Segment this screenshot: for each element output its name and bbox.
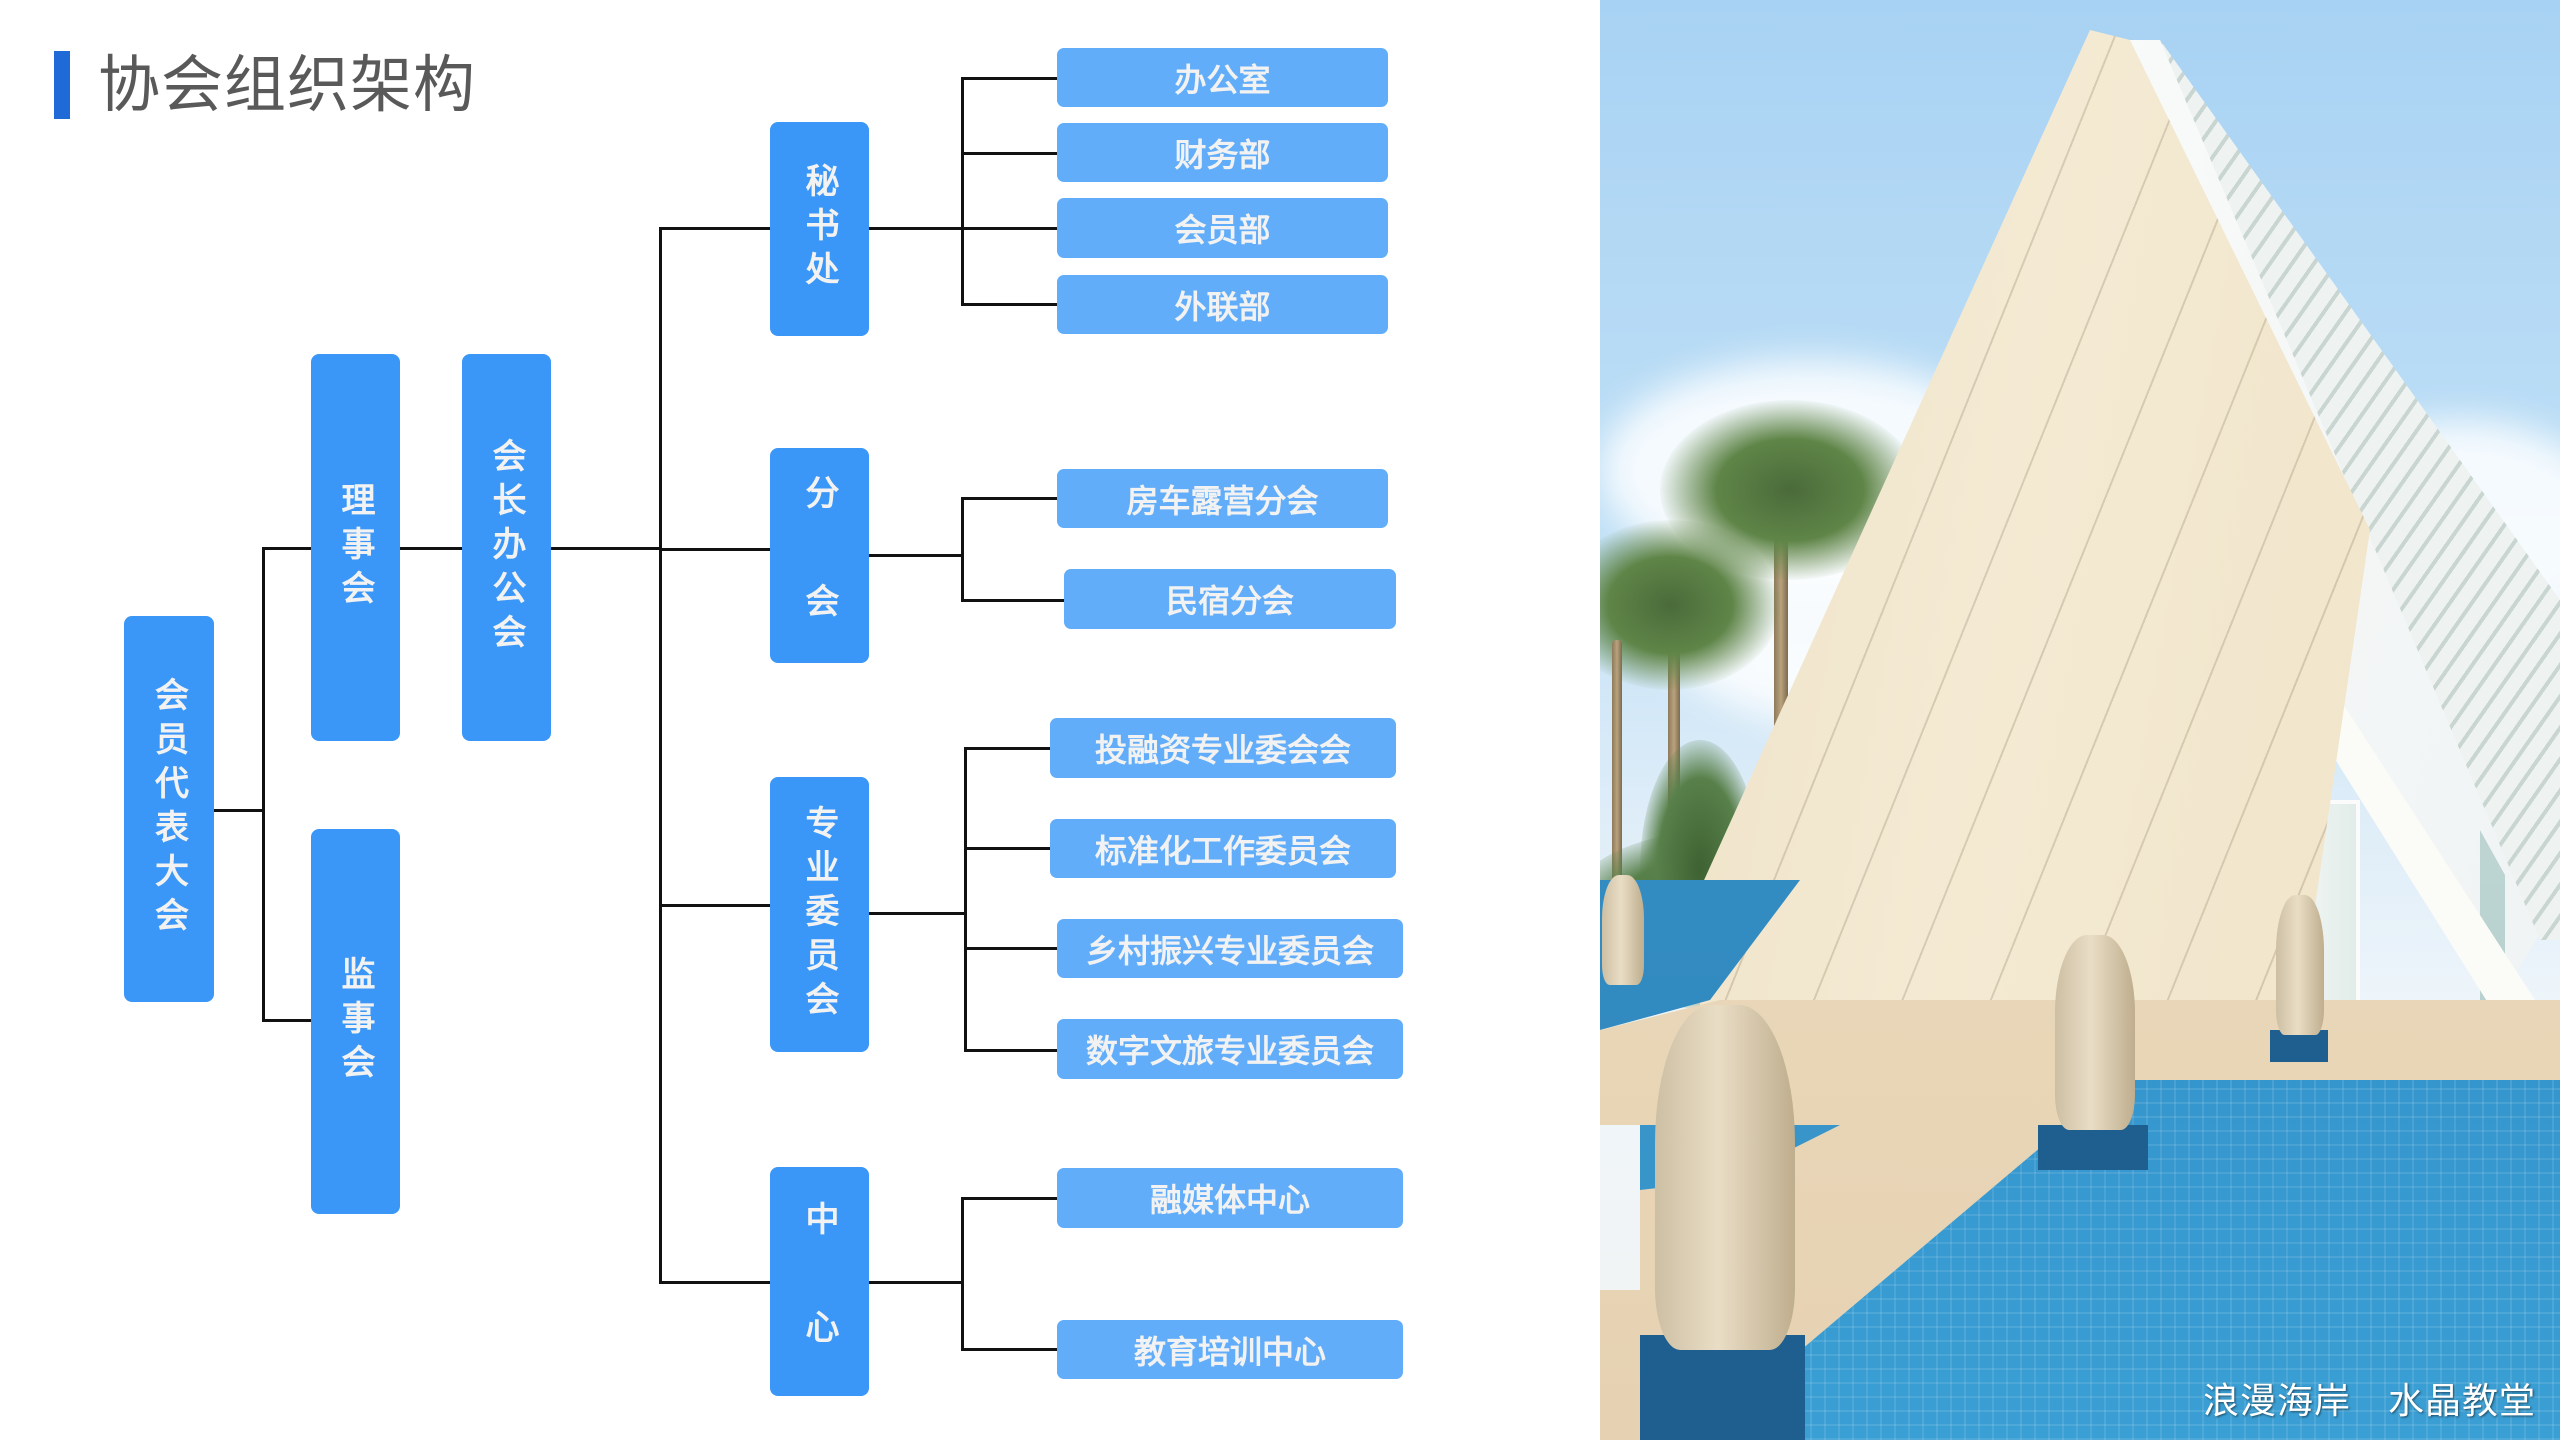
- node-committees: 专业委员会: [770, 777, 869, 1052]
- node-president-office: 会长办公会: [462, 354, 551, 741]
- leaf-standardization-committee: 标准化工作委员会: [1050, 819, 1396, 878]
- connector: [214, 809, 264, 812]
- connector: [262, 1019, 312, 1022]
- connector: [961, 303, 1057, 306]
- connector: [659, 227, 662, 1284]
- palm-tree: [1600, 520, 1780, 690]
- connector: [659, 1281, 771, 1284]
- connector: [961, 1348, 1057, 1351]
- connector: [869, 227, 964, 230]
- connector: [964, 1049, 1057, 1052]
- leaf-digital-tourism-committee: 数字文旅专业委员会: [1057, 1019, 1403, 1079]
- node-member-congress: 会员代表大会: [124, 616, 214, 1002]
- connector: [964, 947, 1057, 950]
- connector: [551, 547, 662, 550]
- leaf-media-center: 融媒体中心: [1057, 1168, 1403, 1228]
- statue-pedestal: [2038, 1125, 2148, 1170]
- connector: [961, 497, 1057, 500]
- node-centers: 中 心: [770, 1167, 869, 1396]
- leaf-finance: 财务部: [1057, 123, 1388, 182]
- connector: [659, 227, 771, 230]
- statue: [1655, 1005, 1795, 1350]
- leaf-membership: 会员部: [1057, 198, 1388, 258]
- leaf-rural-revitalization-committee: 乡村振兴专业委员会: [1057, 919, 1403, 978]
- connector: [964, 847, 1050, 850]
- leaf-investment-committee: 投融资专业委会会: [1050, 718, 1396, 778]
- connector: [961, 1197, 1057, 1200]
- title-accent-bar: [54, 51, 70, 119]
- connector: [262, 547, 265, 1022]
- connector: [964, 747, 1050, 750]
- palm-tree: [1612, 640, 1622, 1000]
- statue-pedestal: [1640, 1335, 1805, 1440]
- connector: [961, 497, 964, 602]
- statue: [1602, 875, 1644, 985]
- node-council: 理事会: [311, 354, 400, 741]
- connector: [659, 548, 771, 551]
- leaf-rv-camping-branch: 房车露营分会: [1057, 469, 1388, 528]
- statue: [2055, 935, 2135, 1130]
- connector: [400, 547, 462, 550]
- leaf-office: 办公室: [1057, 48, 1388, 107]
- connector: [961, 1197, 964, 1351]
- leaf-homestay-branch: 民宿分会: [1064, 569, 1396, 629]
- connector: [262, 547, 312, 550]
- photo-caption: 浪漫海岸 水晶教堂: [2203, 1381, 2537, 1422]
- leaf-external-relations: 外联部: [1057, 275, 1388, 334]
- crystal-chapel-photo: [1600, 0, 2560, 1440]
- connector: [869, 1281, 964, 1284]
- leaf-training-center: 教育培训中心: [1057, 1320, 1403, 1379]
- connector: [961, 152, 1057, 155]
- statue: [2276, 895, 2324, 1035]
- connector: [961, 77, 964, 306]
- connector: [964, 747, 967, 1052]
- connector: [961, 599, 1064, 602]
- statue-pedestal: [2270, 1030, 2328, 1062]
- connector: [659, 904, 771, 907]
- node-secretariat: 秘书处: [770, 122, 869, 336]
- node-branches: 分 会: [770, 448, 869, 663]
- node-supervisory-board: 监事会: [311, 829, 400, 1214]
- connector: [869, 554, 964, 557]
- connector: [961, 227, 1057, 230]
- connector: [961, 77, 1057, 80]
- page-title: 协会组织架构: [98, 48, 477, 121]
- connector: [869, 912, 967, 915]
